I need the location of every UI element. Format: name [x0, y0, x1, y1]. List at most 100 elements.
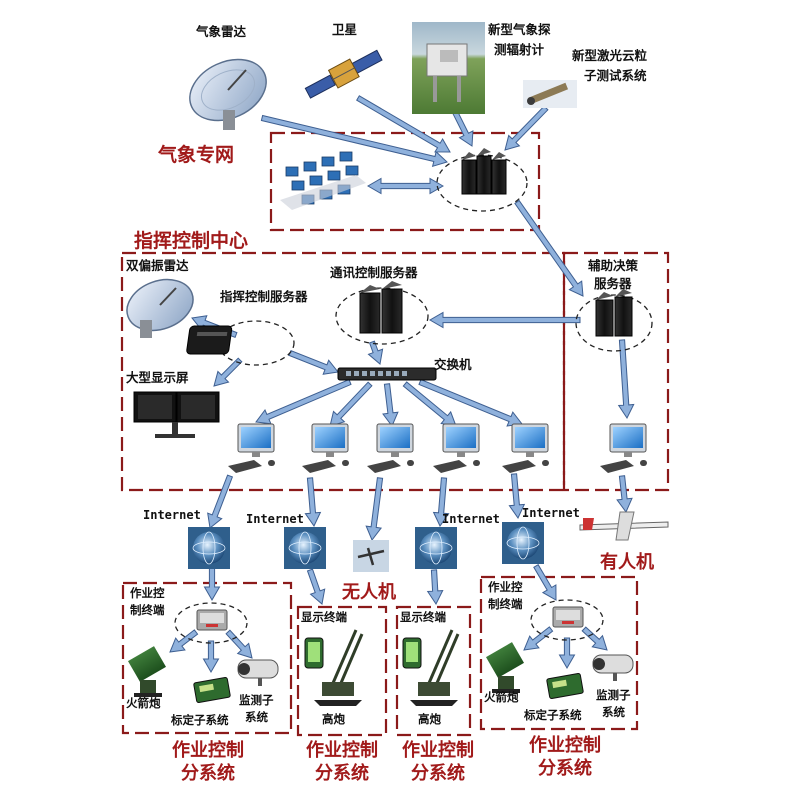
arrow-switch-to-ws4 — [402, 381, 457, 427]
rocket-launcher-1 — [128, 646, 166, 697]
display-terminal-label-1: 显示终端 — [301, 610, 347, 624]
subsystem-caption-2: 作业控制 分系统 — [282, 739, 402, 786]
arrow-ws4-to-globe3 — [432, 477, 450, 527]
manned-aircraft-icon — [579, 511, 669, 541]
arrow-switch-to-ws5 — [418, 378, 523, 427]
arrow-terminal2-to-rocket — [523, 626, 554, 651]
subsystem-caption-2-line2: 分系统 — [315, 763, 369, 785]
command-control-server — [186, 325, 233, 355]
subsystem-caption-3: 作业控制 分系统 — [378, 739, 498, 786]
satellite-label: 卫星 — [332, 22, 358, 37]
weather-radar-label: 气象雷达 — [196, 24, 247, 39]
computer-lab-icon — [280, 151, 366, 210]
display-terminal-phone-1 — [304, 637, 324, 669]
display-terminal-label-2: 显示终端 — [400, 610, 446, 624]
terminal-ellipse-2 — [530, 599, 604, 641]
internet-label-1: Internet — [143, 508, 201, 522]
arrow-ws1-to-globe1 — [207, 474, 234, 529]
gun-label-1: 高炮 — [322, 712, 345, 726]
arrow-decision-to-comm — [428, 311, 581, 329]
dual-pol-radar-label: 双偏振雷达 — [126, 258, 189, 273]
arrow-radar-to-server — [260, 114, 448, 168]
subsystem-caption-3-line1: 作业控制 — [402, 740, 474, 761]
satellite-icon — [304, 49, 383, 99]
comm-control-server — [359, 281, 403, 334]
monitor-label-2-line2: 系统 — [602, 705, 625, 719]
workstation-2 — [302, 423, 349, 473]
internet-label-2: Internet — [246, 512, 304, 526]
comm-server-label: 通讯控制服务器 — [330, 265, 418, 280]
weather-network-box — [269, 131, 541, 232]
display-terminal-phone-2 — [402, 637, 422, 669]
arrow-decision-to-ws6 — [617, 339, 635, 419]
arrow-globe2-to-display1 — [306, 568, 326, 605]
dual-polarization-radar — [126, 278, 194, 338]
subsystem-box-1 — [121, 581, 293, 735]
arrow-laser-to-server — [504, 105, 549, 151]
large-display-screen — [133, 391, 220, 438]
decision-server-ellipse — [575, 294, 653, 352]
internet-globe-icon-3 — [415, 527, 457, 569]
decision-support-server — [595, 289, 633, 337]
rocket-label-2: 火箭炮 — [484, 690, 519, 704]
uav-photo — [353, 540, 389, 572]
large-display-label: 大型显示屏 — [126, 370, 189, 385]
control-terminal-device-1 — [196, 609, 228, 631]
workstation-3 — [367, 423, 414, 473]
subsystem-caption-4-line2: 分系统 — [538, 758, 592, 780]
subsystem-caption-1: 作业控制 分系统 — [148, 739, 268, 786]
monitoring-camera-1 — [237, 659, 279, 686]
server-cluster-ellipse — [436, 154, 528, 212]
arrow-ws2-to-globe2 — [304, 477, 322, 527]
network-switch — [337, 367, 437, 381]
internet-globe-icon-4 — [502, 522, 544, 564]
decision-server-label-line2: 服务器 — [594, 276, 632, 291]
decision-server-label-line1: 辅助决策 — [588, 258, 639, 273]
workstation-6 — [600, 423, 647, 473]
command-server-ellipse — [217, 320, 295, 366]
arrow-globe1-to-terminal1 — [203, 567, 221, 602]
anti-aircraft-gun-2 — [410, 629, 460, 706]
radiometer-label-line1: 新型气象探 — [488, 22, 551, 37]
arrow-terminal1-to-camera — [225, 629, 253, 659]
monitor-label-2-line1: 监测子 — [596, 688, 631, 702]
weather-network-title: 气象专网 — [158, 144, 235, 166]
terminal-label-1-line2: 制终端 — [130, 603, 165, 617]
arrow-comm-to-switch — [367, 340, 384, 365]
arrow-command-to-display — [213, 357, 243, 387]
arrow-globe3-to-display2 — [426, 569, 444, 605]
arrow-globe4-to-terminal2 — [533, 564, 557, 601]
server-cluster — [461, 148, 507, 195]
terminal-label-1-line1: 作业控 — [130, 586, 165, 600]
subsystem-caption-2-line1: 作业控制 — [306, 740, 378, 761]
subsystem-caption-4-line1: 作业控制 — [529, 735, 601, 756]
monitoring-camera-2 — [592, 654, 634, 681]
arrow-radiometer-to-server — [452, 110, 474, 147]
internet-globe-icon-2 — [284, 527, 326, 569]
laser-system-label-line1: 新型激光云粒 — [572, 48, 648, 63]
gun-label-2: 高炮 — [418, 712, 441, 726]
arrow-ws3-to-uav — [365, 477, 384, 541]
laser-system-label-line2: 子测试系统 — [584, 68, 647, 83]
comm-server-ellipse — [335, 287, 429, 345]
arrow-terminal1-to-rocket — [169, 629, 199, 653]
arrow-switch-to-ws3 — [382, 383, 399, 427]
decision-server-box — [562, 251, 670, 492]
uav-label: 无人机 — [342, 582, 396, 603]
subsystem-box-2 — [296, 605, 388, 737]
rocket-label-1: 火箭炮 — [126, 696, 161, 710]
data-flow-arrows — [169, 95, 635, 674]
manned-aircraft-label: 有人机 — [600, 552, 654, 573]
laser-particle-device — [523, 80, 577, 108]
subsystem-box-4 — [479, 575, 639, 731]
arrow-terminal1-to-calibration — [202, 640, 220, 674]
subsystem-caption-3-line2: 分系统 — [411, 763, 465, 785]
radiometer-label-line2: 测辐射计 — [494, 42, 545, 57]
subsystem-caption-1-line1: 作业控制 — [172, 740, 244, 761]
radiometer-photo — [412, 22, 485, 114]
monitor-label-1-line1: 监测子 — [239, 693, 274, 707]
rocket-launcher-2 — [486, 642, 524, 693]
internet-label-4: Internet — [522, 506, 580, 520]
calibration-box-1 — [193, 677, 231, 703]
